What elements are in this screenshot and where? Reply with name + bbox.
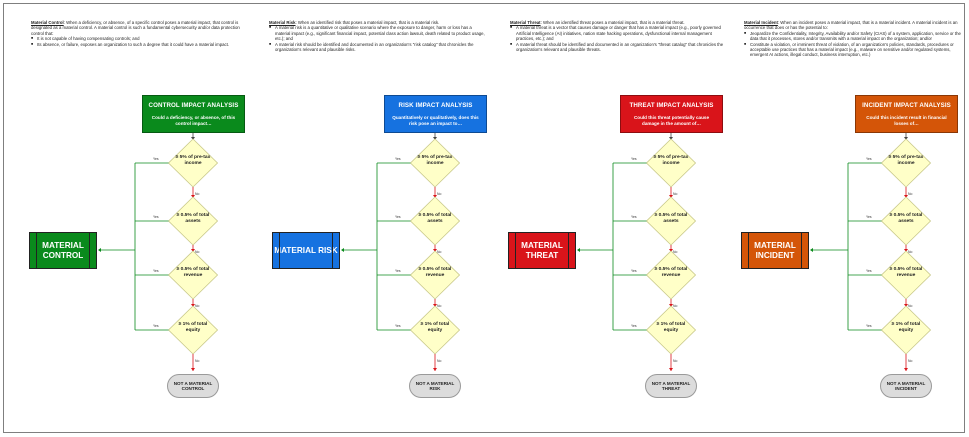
yes-label-control-3: Yes [153,269,159,273]
no-label-risk-3: No [437,304,442,308]
decision-text-threat-2: ≥ 0.5% of total assets [654,213,688,224]
no-label-control-4: No [195,359,200,363]
yes-label-risk-2: Yes [395,215,401,219]
definition-bullet: Jeopardize the Confidentiality, Integrit… [744,31,961,42]
yes-label-control-1: Yes [153,157,159,161]
header-threat: THREAT IMPACT ANALYSIS Could this threat … [620,95,723,133]
definition-bullet: Constitute a violation, or imminent thre… [744,42,961,58]
no-label-risk-1: No [437,192,442,196]
definition-text-incident: : When an incident poses a material impa… [744,20,958,31]
yes-arrow-control [98,248,101,252]
header-control: CONTROL IMPACT ANALYSIS Could a deficienc… [142,95,245,133]
no-label-threat-3: No [673,304,678,308]
no-label-risk-2: No [437,250,442,254]
definition-bullet: A material threat is a vector that cause… [510,25,728,41]
yes-arrow-incident [810,248,813,252]
no-label-incident-4: No [908,359,913,363]
header-question: Quantitatively or qualitatively, does th… [392,115,479,126]
diagram-canvas [3,3,965,433]
no-label-threat-1: No [673,192,678,196]
decision-text-risk-4: ≥ 1% of total equity [420,322,450,333]
result-risk: MATERIAL RISK [272,232,340,269]
yes-label-control-4: Yes [153,324,159,328]
result-incident: MATERIAL INCIDENT [741,232,809,269]
definition-control: Material Control: When a deficiency, or … [31,20,246,47]
definition-text-risk: : When an identified risk that poses a m… [295,20,440,25]
yes-label-threat-2: Yes [631,215,637,219]
decision-text-risk-3: ≥ 0.5% of total revenue [418,267,452,278]
end-control: NOT A MATERIAL CONTROL [167,374,219,398]
yes-label-control-2: Yes [153,215,159,219]
decision-text-incident-2: ≥ 0.5% of total assets [889,213,923,224]
end-risk: NOT A MATERIAL RISK [409,374,461,398]
yes-label-risk-3: Yes [395,269,401,273]
no-label-control-1: No [195,192,200,196]
yes-label-incident-4: Yes [866,324,872,328]
header-title: INCIDENT IMPACT ANALYSIS [862,102,951,109]
yes-arrow-threat [577,248,580,252]
yes-label-threat-1: Yes [631,157,637,161]
header-title: THREAT IMPACT ANALYSIS [629,102,714,109]
no-label-risk-4: No [437,359,442,363]
decision-text-control-2: ≥ 0.5% of total assets [176,213,210,224]
definition-term-incident: Material Incident [744,20,778,25]
result-control: MATERIAL CONTROL [29,232,97,269]
no-arrow-incident-4 [904,368,908,371]
no-label-threat-2: No [673,250,678,254]
header-incident: INCIDENT IMPACT ANALYSIS Could this incid… [855,95,958,133]
yes-label-incident-3: Yes [866,269,872,273]
no-label-control-3: No [195,304,200,308]
header-title: CONTROL IMPACT ANALYSIS [148,102,239,109]
decision-text-threat-1: ≥ 5% of pre-tax income [653,155,689,166]
definition-incident: Material Incident: When an incident pose… [744,20,961,58]
no-label-threat-4: No [673,359,678,363]
decision-text-threat-4: ≥ 1% of total equity [656,322,686,333]
no-label-control-2: No [195,250,200,254]
decision-text-threat-3: ≥ 0.5% of total revenue [654,267,688,278]
no-arrow-control-4 [191,368,195,371]
result-threat: MATERIAL THREAT [508,232,576,269]
no-arrow-risk-4 [433,368,437,371]
definition-text-control: : When a deficiency, or absence, of a sp… [31,20,240,36]
yes-arrow-risk [341,248,344,252]
definition-bullet: A material risk should be identified and… [269,42,485,53]
decision-text-risk-2: ≥ 0.5% of total assets [418,213,452,224]
definition-bullet: It is not capable of having compensating… [31,36,246,42]
definition-bullet: A material risk is a quantitative or qua… [269,25,485,41]
decision-text-incident-3: ≥ 0.5% of total revenue [889,267,923,278]
end-incident: NOT A MATERIAL INCIDENT [880,374,932,398]
yes-label-threat-3: Yes [631,269,637,273]
end-threat: NOT A MATERIAL THREAT [645,374,697,398]
header-question: Could this incident result in financial … [866,115,947,126]
no-arrow-threat-4 [669,368,673,371]
decision-text-control-1: ≥ 5% of pre-tax income [175,155,211,166]
yes-label-risk-4: Yes [395,324,401,328]
decision-text-incident-4: ≥ 1% of total equity [891,322,921,333]
definition-bullet: A material threat should be identified a… [510,42,728,53]
no-label-incident-2: No [908,250,913,254]
yes-label-incident-1: Yes [866,157,872,161]
definition-bullet: Its absence, or failure, exposes an orga… [31,42,246,48]
definition-risk: Material Risk: When an identified risk t… [269,20,485,52]
no-label-incident-1: No [908,192,913,196]
definition-term-control: Material Control [31,20,64,25]
header-title: RISK IMPACT ANALYSIS [398,102,473,109]
header-question: Could a deficiency, or absence, of this … [151,115,236,126]
definition-threat: Material Threat: When an identified thre… [510,20,728,52]
yes-label-threat-4: Yes [631,324,637,328]
yes-label-incident-2: Yes [866,215,872,219]
definition-term-risk: Material Risk [269,20,296,25]
decision-text-control-3: ≥ 0.5% of total revenue [176,267,210,278]
definition-text-threat: : When an identified threat poses a mate… [540,20,685,25]
header-question: Could this threat potentially cause dama… [633,115,710,126]
decision-text-risk-1: ≥ 5% of pre-tax income [417,155,453,166]
decision-text-incident-1: ≥ 5% of pre-tax income [888,155,924,166]
decision-text-control-4: ≥ 1% of total equity [178,322,208,333]
definition-term-threat: Material Threat [510,20,541,25]
no-label-incident-3: No [908,304,913,308]
header-risk: RISK IMPACT ANALYSIS Quantitatively or qu… [384,95,487,133]
yes-label-risk-1: Yes [395,157,401,161]
